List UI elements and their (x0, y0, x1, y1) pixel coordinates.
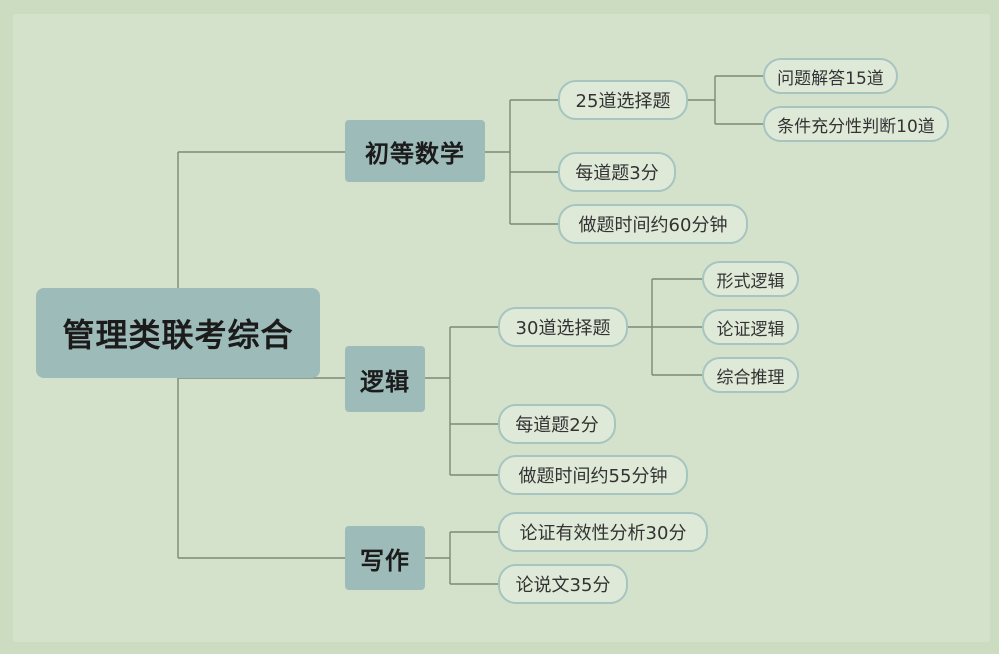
logic-trunk (425, 327, 451, 475)
math-points[interactable]: 每道题3分 (558, 152, 676, 192)
writing-item-1[interactable]: 论证有效性分析30分 (498, 512, 708, 552)
branch-writing[interactable]: 写作 (345, 526, 425, 590)
logic-questions-sub-3[interactable]: 综合推理 (702, 357, 799, 393)
math-questions[interactable]: 25道选择题 (558, 80, 688, 120)
branch-logic[interactable]: 逻辑 (345, 346, 425, 412)
logic-time[interactable]: 做题时间约55分钟 (498, 455, 688, 495)
math-questions-sub-2[interactable]: 条件充分性判断10道 (763, 106, 949, 142)
logic-points[interactable]: 每道题2分 (498, 404, 616, 444)
math-questions-sub-1[interactable]: 问题解答15道 (763, 58, 898, 94)
writing-trunk (425, 532, 451, 584)
writing-item-2[interactable]: 论说文35分 (498, 564, 628, 604)
math-time[interactable]: 做题时间约60分钟 (558, 204, 748, 244)
math-trunk (485, 100, 511, 224)
logic-q-sub-trunk (628, 279, 653, 375)
logic-questions-sub-2[interactable]: 论证逻辑 (702, 309, 799, 345)
math-q-sub-trunk (688, 76, 716, 124)
logic-questions-sub-1[interactable]: 形式逻辑 (702, 261, 799, 297)
branch-math[interactable]: 初等数学 (345, 120, 485, 182)
logic-questions[interactable]: 30道选择题 (498, 307, 628, 347)
root-node[interactable]: 管理类联考综合 (36, 288, 320, 378)
